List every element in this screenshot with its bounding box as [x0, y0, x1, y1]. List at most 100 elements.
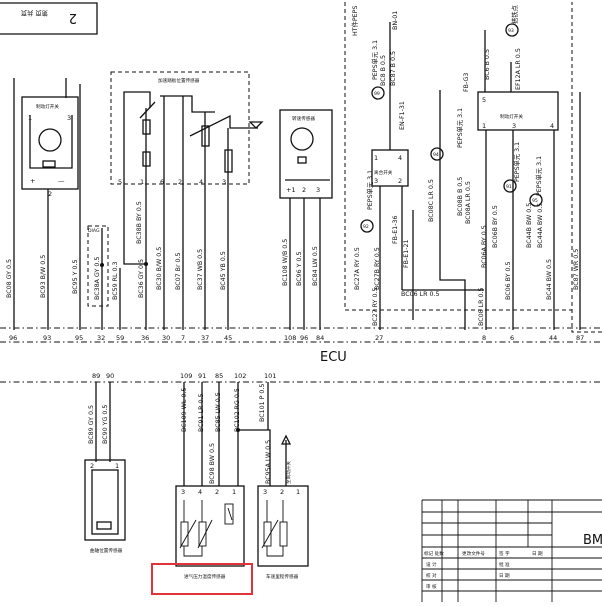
svg-text:BC102 RG 0.5: BC102 RG 0.5: [234, 388, 241, 432]
svg-text:6: 6: [510, 334, 514, 342]
svg-text:BC93 B/W 0.5: BC93 B/W 0.5: [40, 255, 47, 298]
svg-text:4: 4: [398, 154, 402, 162]
svg-text:BC84 LW 0.5: BC84 LW 0.5: [312, 246, 319, 286]
svg-text:3: 3: [181, 488, 185, 496]
svg-text:2: 2: [48, 190, 52, 198]
svg-text:BC06 LR 0.5: BC06 LR 0.5: [401, 291, 440, 298]
svg-text:2: 2: [398, 177, 402, 185]
svg-text:BC89 GY 0.5: BC89 GY 0.5: [88, 405, 95, 444]
svg-text:1: 1: [296, 488, 300, 496]
svg-text:108: 108: [284, 334, 296, 342]
top-left-label: 第页 共页: [21, 9, 48, 18]
svg-text:EN-F1-31: EN-F1-31: [399, 101, 406, 130]
svg-text:审 核: 审 核: [426, 583, 437, 590]
svg-text:BC27 RY 0.5: BC27 RY 0.5: [372, 288, 379, 326]
top-left-fragment: 2: [69, 10, 77, 25]
speed-sensor-title: 转速传感器: [292, 115, 315, 122]
svg-text:99: 99: [374, 91, 380, 97]
svg-text:44: 44: [549, 334, 557, 342]
svg-text:BC08B B 0.5: BC08B B 0.5: [457, 177, 464, 216]
svg-text:4: 4: [198, 488, 202, 496]
ecu-wires-left: [101, 188, 229, 330]
svg-text:BC37 WB 0.5: BC37 WB 0.5: [197, 249, 204, 290]
svg-text:BC08 GY 0.5: BC08 GY 0.5: [6, 259, 13, 298]
accelerator-sensor: 5 1 6 2 4 3: [118, 91, 264, 188]
junction-node: [236, 428, 240, 432]
svg-text:标记 处数: 标记 处数: [424, 550, 444, 557]
svg-text:91: 91: [198, 372, 206, 380]
svg-text:—: —: [58, 177, 65, 185]
svg-text:BC96 Y 0.5: BC96 Y 0.5: [296, 252, 303, 286]
title-block: 标记 处数 更改文件号 签 字 日 期 设 计 批 准 校 对 日 期 审 核 …: [421, 499, 602, 602]
svg-text:BC08A LR 0.5: BC08A LR 0.5: [465, 181, 472, 224]
svg-text:BC45 YB 0.5: BC45 YB 0.5: [220, 251, 227, 290]
svg-text:6: 6: [160, 178, 164, 186]
wire-95: [65, 78, 81, 330]
svg-text:59: 59: [116, 334, 124, 342]
svg-text:FB-E1-21: FB-E1-21: [403, 240, 410, 268]
svg-text:BC06A BY 0.5: BC06A BY 0.5: [481, 225, 488, 268]
svg-text:2: 2: [280, 488, 284, 496]
vehicle-speed-sensor: 3 2 1 车速里程传感器: [257, 485, 309, 580]
highlight-box: [151, 563, 253, 595]
accelerator-sensor-frame: [110, 71, 250, 185]
svg-text:BC44 BW 0.5: BC44 BW 0.5: [546, 259, 553, 300]
svg-text:BC95 Y 0.5: BC95 Y 0.5: [72, 260, 79, 294]
svg-text:PEPS单元 3.1: PEPS单元 3.1: [512, 142, 521, 182]
svg-text:95: 95: [532, 198, 538, 204]
ecu-pin-numbers: 96 93 95 32 59 36 30 7 37 45 108 96 84 2…: [9, 334, 584, 342]
brake-light-switch: 制动灯开关 5 1 3 4: [477, 30, 559, 330]
svg-text:8: 8: [482, 334, 486, 342]
svg-text:27: 27: [375, 334, 383, 342]
svg-text:BC91 LR 0.5: BC91 LR 0.5: [198, 393, 205, 432]
intake-pressure-sensor: 3 4 2 1 进气压力温度传感器: [175, 485, 245, 580]
svg-text:5: 5: [482, 96, 486, 104]
svg-text:日 期: 日 期: [532, 551, 543, 557]
svg-text:+1: +1: [286, 186, 296, 194]
svg-text:BN-01: BN-01: [392, 11, 399, 30]
svg-text:校 对: 校 对: [426, 572, 437, 579]
svg-text:BC38A GY 0.5: BC38A GY 0.5: [94, 257, 101, 300]
svg-text:1: 1: [374, 154, 378, 162]
svg-text:BC06 BY 0.5: BC06 BY 0.5: [505, 262, 512, 300]
svg-text:PEPS单元 3.1: PEPS单元 3.1: [455, 108, 464, 148]
svg-text:至制动开关: 至制动开关: [285, 461, 292, 484]
svg-text:BC98 BW 0.5: BC98 BW 0.5: [209, 443, 216, 484]
accelerator-sensor-title: 加速踏板位置传感器: [158, 77, 200, 84]
svg-text:3: 3: [222, 178, 226, 186]
svg-text:PEPS单元 3.1: PEPS单元 3.1: [365, 170, 374, 210]
svg-text:2: 2: [302, 186, 306, 194]
brake-light-title: 制动灯开关: [500, 113, 523, 120]
mid-wire-codes: BC38B BY 0.5 BC27A RY 0.5 BC27B RY 0.5 B…: [136, 177, 544, 298]
top-left-box: [0, 2, 98, 35]
svg-text:93: 93: [43, 334, 51, 342]
svg-text:BC30 B/W 0.5: BC30 B/W 0.5: [156, 247, 163, 290]
svg-text:32: 32: [97, 334, 105, 342]
svg-text:BC87 WR 0.5: BC87 WR 0.5: [573, 249, 580, 290]
svg-text:BC8 B 0.5: BC8 B 0.5: [380, 55, 387, 86]
svg-text:PEPS单元 3.1: PEPS单元 3.1: [534, 156, 543, 196]
svg-text:批 准: 批 准: [499, 561, 510, 568]
svg-text:BC07 Br 0.5: BC07 Br 0.5: [175, 252, 182, 290]
svg-text:BC85 LW 0.5: BC85 LW 0.5: [215, 392, 222, 432]
svg-text:3: 3: [316, 186, 320, 194]
svg-text:BC27A RY 0.5: BC27A RY 0.5: [354, 247, 361, 290]
svg-text:BC87 B 0.5: BC87 B 0.5: [390, 51, 397, 86]
vehicle-speed-title: 车速里程传感器: [266, 573, 299, 580]
svg-text:2: 2: [90, 462, 94, 470]
svg-text:2: 2: [178, 178, 182, 186]
svg-text:FB-G3: FB-G3: [463, 73, 470, 92]
svg-text:BC36 GY 0.5: BC36 GY 0.5: [138, 259, 145, 298]
svg-text:签 字: 签 字: [499, 550, 510, 557]
svg-text:HT件PEPS: HT件PEPS: [350, 6, 359, 36]
ecu-label: ECU: [320, 350, 347, 365]
svg-text:BC109 WL 0.5: BC109 WL 0.5: [181, 388, 188, 432]
svg-text:BC27B RY 0.5: BC27B RY 0.5: [374, 247, 381, 290]
svg-text:2: 2: [215, 488, 219, 496]
ecu-wire-codes: BC08 GY 0.5 BC93 B/W 0.5 BC95 Y 0.5 BC38…: [6, 239, 580, 326]
svg-text:4: 4: [550, 122, 554, 130]
svg-text:96: 96: [9, 334, 17, 342]
svg-text:1: 1: [232, 488, 236, 496]
svg-text:搭铁点: 搭铁点: [510, 5, 519, 24]
